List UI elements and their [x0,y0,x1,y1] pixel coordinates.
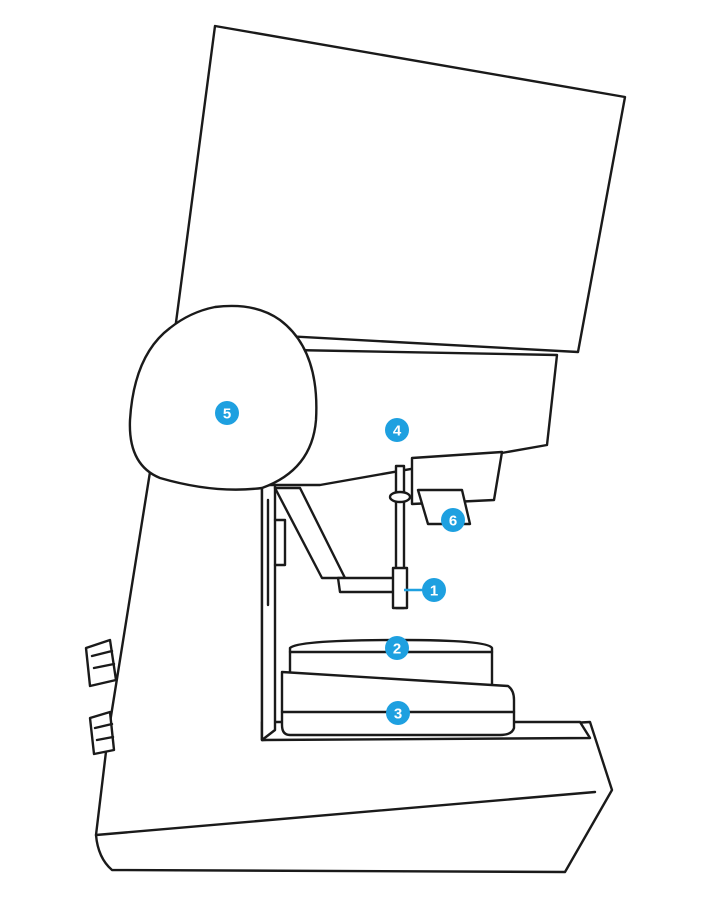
column-detail [266,498,287,607]
callout-3: 3 [386,701,410,725]
control-knob [128,304,318,491]
callout-4-label: 4 [393,423,402,440]
upper-housing [173,24,627,354]
base-front-edge [94,790,597,837]
callout-3-label: 3 [394,706,402,723]
callout-6-label: 6 [449,513,457,530]
lower-knob [88,710,116,756]
callout-6: 6 [441,508,465,532]
callout-2-label: 2 [393,641,401,658]
needle-tip [391,566,409,610]
callout-5-label: 5 [223,406,231,423]
upper-knob [84,638,118,688]
callout-2: 2 [385,636,409,660]
needle-collar [388,490,412,504]
callout-1: 1 [422,578,446,602]
callout-5: 5 [215,401,239,425]
callout-4: 4 [385,418,409,442]
callout-1-label: 1 [430,583,438,600]
